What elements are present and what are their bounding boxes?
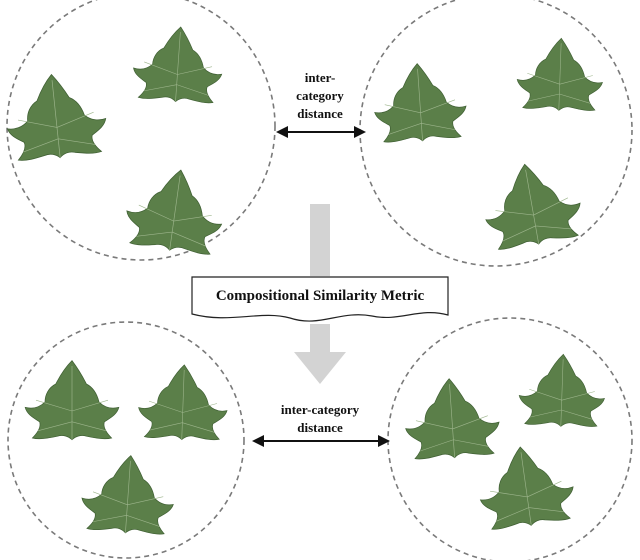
cotton-leaf-icon <box>515 36 605 113</box>
cotton-leaf-icon <box>24 360 120 441</box>
cluster-circle-bottom-right <box>387 317 633 560</box>
cotton-leaf-icon <box>402 375 502 462</box>
cotton-leaf-icon <box>121 163 229 258</box>
metric-label: Compositional Similarity Metric <box>216 288 425 304</box>
double-arrow-icon <box>276 126 366 138</box>
down-arrow-icon <box>310 204 330 276</box>
bottom-distance-label-line2: distance <box>297 420 343 435</box>
cluster-circle-bottom-left <box>7 321 245 559</box>
cotton-leaf-icon <box>1 68 110 164</box>
double-arrow-icon <box>252 435 390 447</box>
top-distance-label-line1: inter- <box>305 70 336 85</box>
bottom-distance-label-line1: inter-category <box>281 402 360 417</box>
down-arrow-head-icon <box>294 324 346 384</box>
cluster-circle-top-left <box>6 0 276 261</box>
metric-box: Compositional Similarity Metric <box>191 276 449 322</box>
cotton-leaf-icon <box>137 363 229 442</box>
cotton-leaf-icon <box>371 60 469 145</box>
cotton-leaf-icon <box>517 352 607 429</box>
cotton-leaf-icon <box>79 452 177 537</box>
top-distance-label-line2: category <box>296 88 344 103</box>
cotton-leaf-icon <box>131 23 226 106</box>
top-distance-label-line3: distance <box>297 106 343 121</box>
cotton-leaf-icon <box>477 155 587 253</box>
